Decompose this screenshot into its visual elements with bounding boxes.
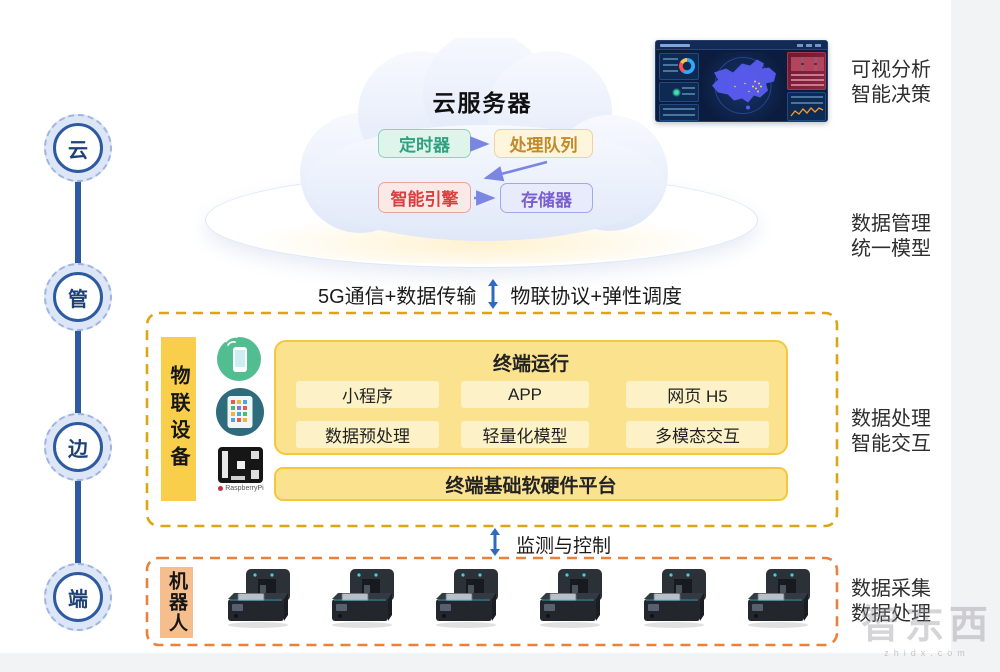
radar-glow [672, 88, 681, 97]
tablet-icon [216, 388, 264, 436]
rail-node-label: 边 [68, 438, 88, 461]
rail-node-pipe: 管 [44, 263, 112, 331]
robot-image [326, 565, 400, 629]
annotation-line: 数据采集 [851, 578, 931, 600]
cloud-shape [300, 38, 668, 241]
rail-node-device: 端 [44, 563, 112, 631]
terminal-platform-bar: 终端基础软硬件平台 [274, 467, 788, 501]
dashboard-text-lines [682, 87, 695, 99]
rail-node-label: 端 [68, 588, 88, 611]
annotation-line: 智能决策 [851, 84, 931, 106]
annotation-line: 数据处理 [851, 408, 931, 430]
double-arrow-icon [488, 279, 499, 309]
robot-image [222, 565, 296, 629]
rail-node-circle: 边 [53, 422, 103, 472]
annotation-visual-analysis: 可视分析 智能决策 [851, 58, 931, 108]
donut-chart [679, 58, 695, 74]
raspberry-caption-text: RaspberryPi [225, 485, 264, 492]
dashboard-panel-radar [659, 82, 699, 102]
annotation-data-management: 数据管理 统一模型 [851, 212, 931, 262]
dashboard-text-lines [663, 108, 695, 119]
smartphone-icon [217, 336, 261, 381]
edge-box-side-label: 物联设备 [161, 337, 196, 501]
china-map-panel [701, 52, 785, 121]
raspberry-pi-icon [218, 447, 263, 483]
dashboard-screenshot [655, 40, 828, 122]
rail-node-label: 云 [68, 139, 88, 162]
annotation-data-processing: 数据处理 智能交互 [851, 407, 931, 457]
cloud-node-queue: 处理队列 [494, 129, 593, 158]
annotation-line: 数据处理 [851, 603, 931, 625]
dashboard-panel-alerts [787, 52, 826, 90]
robot-image [534, 565, 608, 629]
cloud-node-label: 智能引擎 [390, 190, 459, 209]
cloud-title: 云服务器 [432, 90, 533, 116]
rail-node-cloud: 云 [44, 114, 112, 182]
runtime-cell-preprocess: 数据预处理 [296, 421, 439, 448]
dashboard-panel-donut [659, 53, 699, 80]
rail-node-circle: 云 [53, 123, 103, 173]
device-box-side-label: 机器人 [160, 567, 193, 638]
runtime-cell-multimodal: 多模态交互 [626, 421, 769, 448]
cloud-edge-link-row: 5G通信+数据传输 物联协议+弹性调度 [318, 279, 682, 309]
dashboard-header-bar [656, 41, 827, 50]
page-edge-right [951, 0, 1000, 672]
raspberry-logo-dot [218, 485, 224, 491]
device-box-border [145, 556, 839, 647]
annotation-line: 可视分析 [851, 59, 931, 81]
raspberry-pi-caption: RaspberryPi [205, 485, 277, 492]
runtime-cell-web-h5: 网页 H5 [626, 381, 769, 408]
double-arrow-icon [490, 528, 500, 556]
terminal-runtime-title: 终端运行 [492, 354, 569, 375]
robot-image [638, 565, 712, 629]
cloud-node-storage: 存储器 [500, 183, 593, 213]
runtime-cell-app: APP [461, 381, 589, 408]
china-map [712, 57, 776, 114]
cloud-node-engine: 智能引擎 [378, 182, 471, 213]
annotation-line: 统一模型 [851, 238, 931, 260]
edge-box-border [145, 311, 839, 528]
link-label-iot-protocol: 物联协议+弹性调度 [510, 285, 683, 308]
cloud-node-label: 定时器 [399, 136, 450, 155]
runtime-cell-lite-model: 轻量化模型 [461, 421, 589, 448]
dashboard-panel-list [659, 104, 699, 121]
rail-connector-line [75, 148, 81, 597]
link-label-5g: 5G通信+数据传输 [318, 285, 477, 308]
robot-image [430, 565, 504, 629]
rail-node-circle: 管 [53, 272, 103, 322]
annotation-data-collection: 数据采集 数据处理 [851, 577, 931, 627]
annotation-line: 数据管理 [851, 213, 931, 235]
cloud-node-label: 处理队列 [509, 136, 578, 155]
rail-node-label: 管 [68, 288, 88, 311]
rail-node-circle: 端 [53, 572, 103, 622]
page-edge-bottom [0, 653, 1000, 672]
cloud-node-label: 存储器 [521, 190, 572, 210]
dashboard-panel-trend [787, 92, 826, 121]
runtime-cell-miniprogram: 小程序 [296, 381, 439, 408]
link-label-monitor-control: 监测与控制 [516, 536, 612, 557]
annotation-line: 智能交互 [851, 433, 931, 455]
dashboard-text-lines [663, 58, 678, 74]
dashboard-text-lines [791, 96, 823, 104]
cloud-node-timer: 定时器 [378, 129, 471, 158]
rail-node-edge: 边 [44, 413, 112, 481]
trend-line-chart [790, 107, 824, 117]
robot-image [742, 565, 816, 629]
